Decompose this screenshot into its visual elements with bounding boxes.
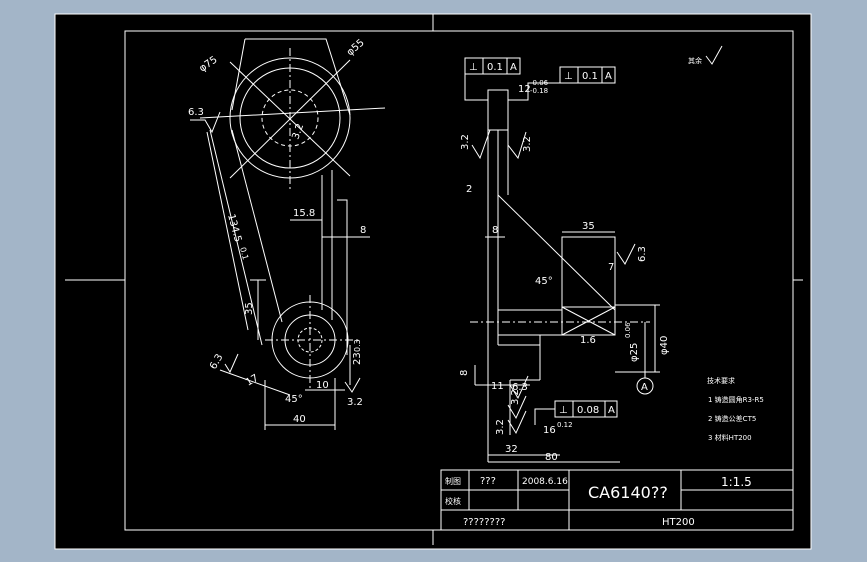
tb-scale: 1:1.5 (721, 475, 752, 489)
right-dim-8: 8 (492, 225, 498, 236)
left-rough-32-mid: 3.2 (290, 122, 306, 141)
left-dim-23-tol: 0.3 (353, 339, 362, 352)
right-dia-25-tol: 0.06 (624, 322, 632, 338)
left-angle-45: 45° (285, 394, 303, 405)
right-rough-32-a: 3.2 (460, 134, 471, 150)
right-dim-11: 11 (491, 381, 504, 392)
right-dim-16: 1.6 (580, 335, 596, 346)
gtol-top-left-val: 0.1 (487, 62, 503, 73)
right-rough-63: 6.3 (637, 246, 648, 262)
gtol-low-ref: A (608, 405, 615, 416)
tech-note-2: 2 铸造公差CT5 (708, 414, 756, 423)
tech-notes: 技术要求 1 铸造圆角R3-R5 2 铸造公差CT5 3 材料HT200 (707, 376, 764, 442)
tb-part-name: CA6140?? (588, 483, 668, 502)
right-rough-32-b: 3.2 (522, 136, 533, 152)
gtol-low-val: 0.08 (577, 405, 599, 416)
right-dia-25: φ25 (629, 343, 640, 362)
centering-marks (65, 14, 803, 545)
right-rough-63-low: 6.3 (512, 382, 528, 393)
left-dim-10: 10 (316, 380, 329, 391)
right-dim-35: 35 (582, 221, 595, 232)
right-dim-2: 2 (466, 184, 472, 195)
left-dim-23: 23 (352, 352, 363, 365)
tb-drawn-date: 2008.6.16 (522, 477, 568, 487)
title-block-text: 制图 ??? 2008.6.16 校核 CA6140?? 1:1.5 ?????… (445, 475, 752, 528)
tb-material: HT200 (662, 517, 695, 528)
gtol-top-right-val: 0.1 (582, 71, 598, 82)
right-rough-32-d: 3.2 (495, 419, 506, 435)
gtol-low-sym: ⊥ (559, 405, 568, 416)
right-angle-45: 45° (535, 276, 553, 287)
right-dim-12-tol-up: -0.06 (530, 79, 549, 87)
gtol-top-left-sym: ⊥ (469, 62, 478, 73)
tb-drawn-label: 制图 (445, 476, 461, 486)
left-dim-8: 8 (360, 225, 366, 236)
right-dim-80: 80 (545, 452, 558, 463)
tb-school: ???????? (463, 517, 505, 528)
left-dim-40: 40 (293, 414, 306, 425)
tb-drawn-name: ??? (480, 476, 496, 487)
left-rough-63-top: 6.3 (188, 107, 204, 118)
right-dia-40: φ40 (659, 336, 670, 355)
corner-rough-icon (705, 45, 723, 65)
right-view (464, 57, 660, 463)
right-dim-16-low: 16 (543, 425, 556, 436)
gtol-top-left-ref: A (510, 62, 517, 73)
tech-note-1: 1 铸造圆角R3-R5 (708, 395, 764, 404)
right-dim-16-low-tol: 0.12 (557, 421, 573, 429)
right-dim-12: 12 (518, 84, 531, 95)
right-view-labels: ⊥ 0.1 A ⊥ 0.1 A 12 -0.06 -0.18 3.2 3.2 2… (459, 62, 670, 463)
left-view (190, 38, 386, 430)
right-dim-32: 32 (505, 444, 518, 455)
left-dim-134-tol: 0.1 (238, 246, 250, 261)
left-rough-32-low: 3.2 (347, 397, 363, 408)
drawing-sheet (54, 13, 812, 550)
gtol-top-right-sym: ⊥ (564, 71, 573, 82)
left-dim-158: 15.8 (293, 208, 315, 219)
left-dim-35: 35 (244, 302, 255, 315)
right-rough-32-c: 3.2 (510, 389, 521, 405)
tech-notes-heading: 技术要求 (707, 376, 735, 385)
right-dim-12-tol-low: -0.18 (530, 87, 548, 95)
title-block (440, 469, 794, 531)
gtol-top-right-ref: A (605, 71, 612, 82)
tb-check-label: 校核 (445, 496, 461, 506)
datum-a-label: A (641, 382, 648, 393)
corner-rough-label: 其余 (688, 56, 702, 65)
tech-note-3: 3 材料HT200 (708, 433, 752, 442)
right-dim-8-low: 8 (459, 370, 470, 376)
right-dim-7: 7 (608, 262, 614, 273)
